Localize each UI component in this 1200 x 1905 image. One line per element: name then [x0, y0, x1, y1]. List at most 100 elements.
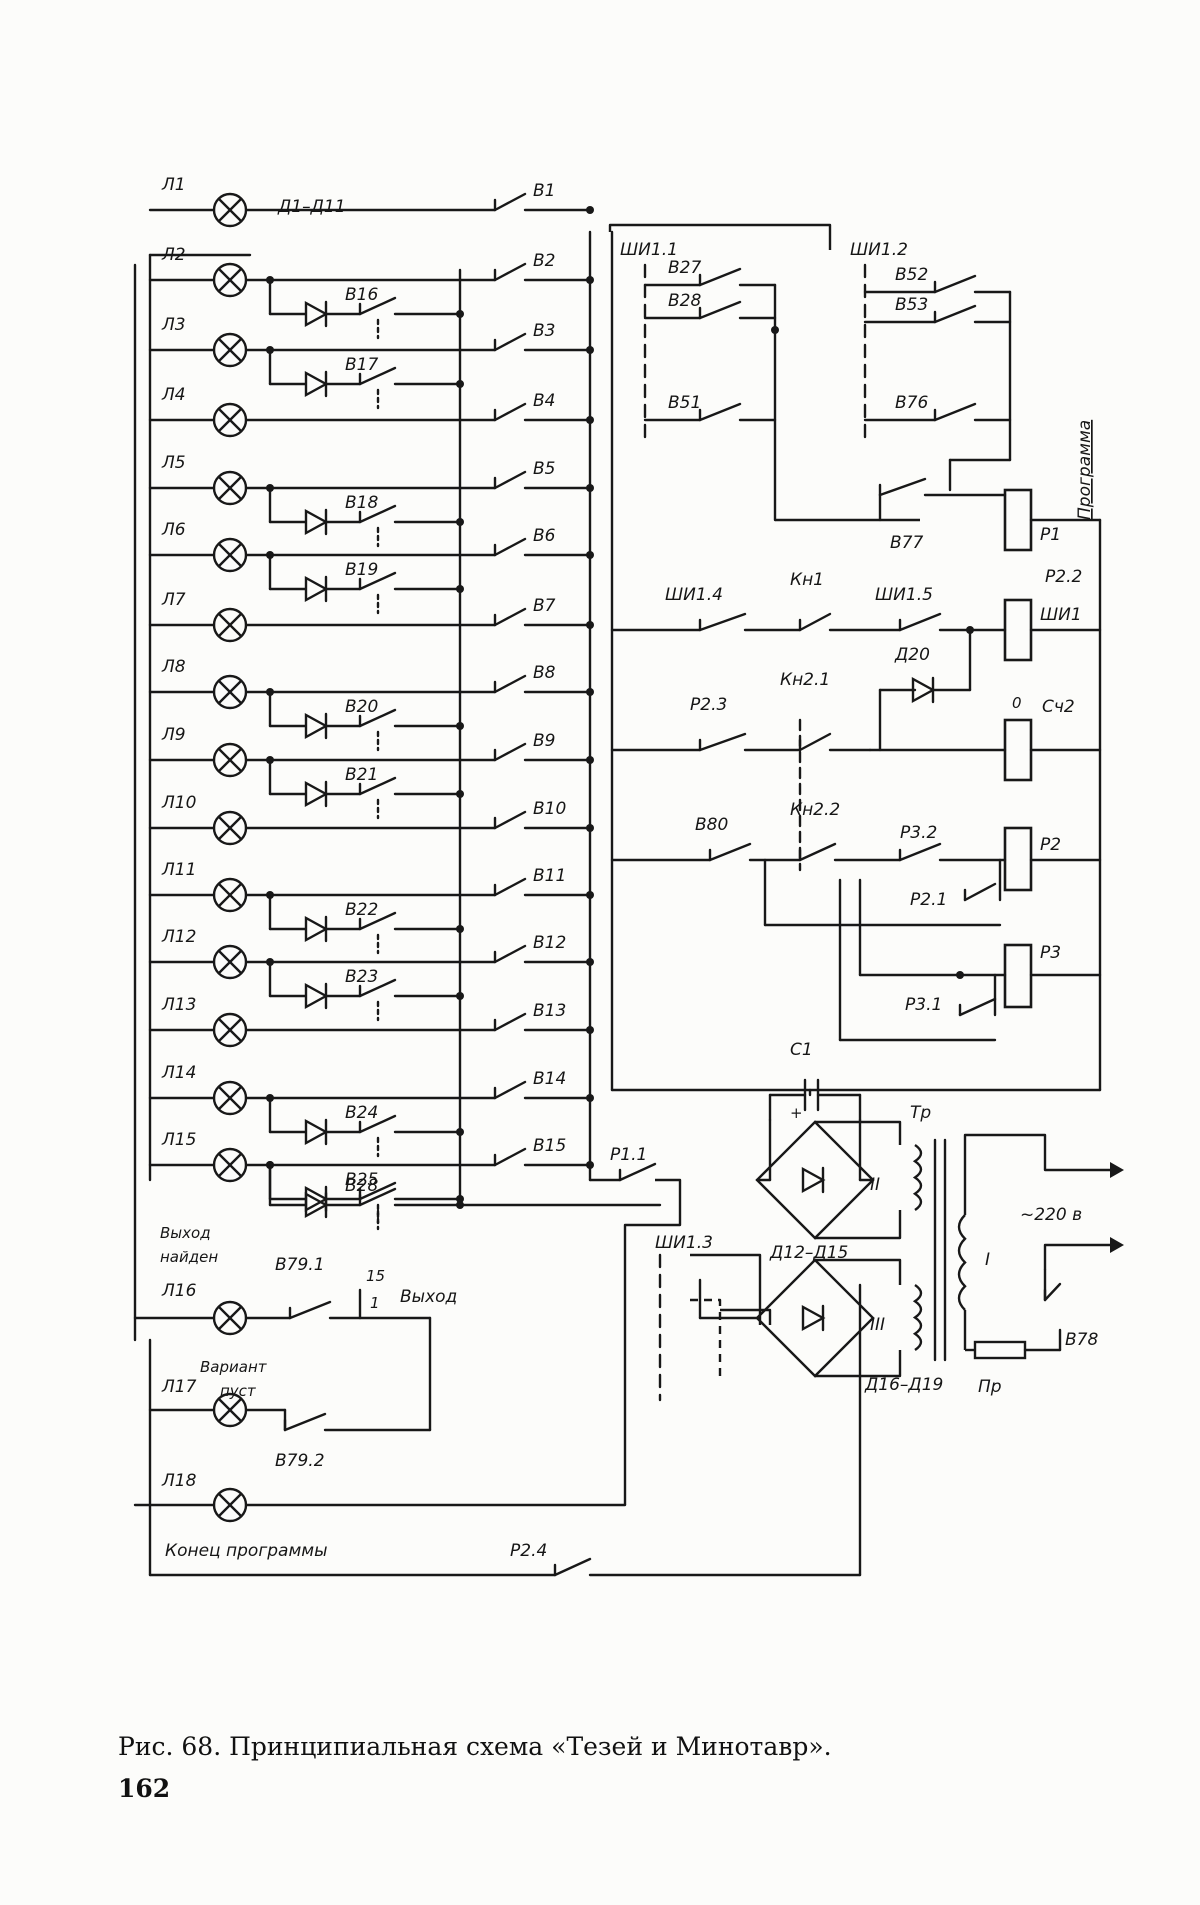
relay-coil-R3 [1005, 945, 1031, 1007]
transformer-winding-I [959, 1215, 965, 1310]
switch-6 [495, 539, 525, 555]
lamp-label-2: Л2 [161, 245, 186, 265]
exit-label: Выход [400, 1287, 457, 1307]
lamp-label-11: Л11 [161, 860, 196, 880]
contact-label-R1-1: Р1.1 [610, 1145, 647, 1165]
stepper-coil-SHI1 [1005, 600, 1031, 660]
junction-dot [771, 326, 779, 334]
switch-label-2: В2 [533, 251, 555, 271]
diode-switch-label-В28: В28 [345, 1176, 378, 1196]
diode-switch-label-В17: В17 [345, 355, 378, 375]
switch-label-12: В12 [533, 933, 566, 953]
counter-label-Sch2: Сч2 [1042, 697, 1075, 717]
junction-dot [586, 346, 594, 354]
switch-label-5: В5 [533, 459, 555, 479]
switch-label-11: В11 [533, 866, 566, 886]
diode-group-label: Д1–Д11 [277, 197, 346, 217]
junction-dot [266, 276, 274, 284]
lamp-label-18: Л18 [161, 1471, 197, 1491]
button-label-Kn1: Кн1 [790, 570, 824, 590]
switch-В51 [700, 404, 740, 420]
junction-dot [266, 1094, 274, 1102]
capacitor-polarity: + [790, 1104, 803, 1122]
switch-14 [495, 1082, 525, 1098]
lamp-label-7: Л7 [161, 590, 186, 610]
junction-dot [956, 971, 964, 979]
diode [306, 985, 326, 1007]
switch-B79-2 [285, 1414, 325, 1430]
junction-dot [586, 824, 594, 832]
contact-R2-1 [965, 884, 995, 900]
junction-dot [586, 621, 594, 629]
switch-2 [495, 264, 525, 280]
wire [690, 1300, 720, 1380]
variant-empty-label-1: Вариант [200, 1358, 268, 1376]
switch-B80 [710, 844, 750, 860]
switch-В76 [935, 404, 975, 420]
coil-label-SHI1: ШИ1 [1040, 605, 1082, 625]
switch-R2-4 [555, 1559, 590, 1575]
contact-label-SHI1-5: ШИ1.5 [875, 585, 933, 605]
switch-8 [495, 676, 525, 692]
junction-dot [456, 790, 464, 798]
wire [965, 1135, 1110, 1215]
junction-dot [456, 992, 464, 1000]
switch-label-В27: В27 [668, 258, 701, 278]
contact-R1-1 [620, 1164, 655, 1180]
junction-dot [456, 310, 464, 318]
lamp-label-8: Л8 [161, 657, 186, 677]
switch-label-B79-1: В79.1 [275, 1255, 325, 1275]
rectifier-bridge-D16-D19-diode [803, 1307, 823, 1329]
diode [306, 511, 326, 533]
junction-dot [266, 551, 274, 559]
mains-arrow [1110, 1237, 1124, 1253]
wire [1045, 1245, 1110, 1270]
switch-label-В28: В28 [668, 291, 701, 311]
lamp-label-6: Л6 [161, 520, 186, 540]
button-Kn2-1 [800, 734, 830, 750]
junction-dot [586, 206, 594, 214]
diode-switch-label-В16: В16 [345, 285, 378, 305]
lamp-label-1: Л1 [161, 175, 186, 195]
diode-switch-label-В23: В23 [345, 967, 378, 987]
junction-dot [586, 1026, 594, 1034]
junction-dot [266, 688, 274, 696]
switch-В28 [700, 302, 740, 318]
fuse-label-Pr: Пр [978, 1377, 1002, 1397]
junction-dot [266, 1161, 274, 1169]
contact-label-R2-2: Р2.2 [1045, 567, 1082, 587]
junction-dot [266, 346, 274, 354]
relay-label-R2: Р2 [1040, 835, 1061, 855]
relay-coil-R1 [1005, 490, 1031, 550]
contact-label-R2-4: Р2.4 [510, 1541, 547, 1561]
switch-label-8: В8 [533, 663, 556, 683]
switch-5 [495, 472, 525, 488]
switch-label-1: В1 [533, 181, 555, 201]
wiper-label-SHI1-3: ШИ1.3 [655, 1233, 713, 1253]
contact-R2-3 [700, 734, 745, 750]
switch-label-13: В13 [533, 1001, 566, 1021]
junction-dot [456, 380, 464, 388]
transformer-label-Tr: Тр [910, 1103, 931, 1123]
switch-9 [495, 744, 525, 760]
switch-B77 [880, 479, 925, 495]
junction-dot [586, 484, 594, 492]
position-15-label: 15 [366, 1267, 385, 1285]
rectifier-bridge-D16-D19 [757, 1260, 873, 1376]
junction-dot [456, 518, 464, 526]
diode [306, 1121, 326, 1143]
transformer-winding-III [915, 1285, 921, 1350]
switch-label-B77: В77 [890, 533, 923, 553]
switch-label-B80: В80 [695, 815, 728, 835]
diode-switch-label-В18: В18 [345, 493, 378, 513]
junction-dot [586, 276, 594, 284]
counter-zero-label: 0 [1012, 694, 1022, 712]
exit-found-label-2: найден [160, 1248, 218, 1266]
lamp-label-17: Л17 [161, 1377, 197, 1397]
switch-7 [495, 609, 525, 625]
button-label-Kn2-1: Кн2.1 [780, 670, 830, 690]
wiper-label-SHI1-2: ШИ1.2 [850, 240, 908, 260]
winding-label-III: III [870, 1315, 885, 1335]
